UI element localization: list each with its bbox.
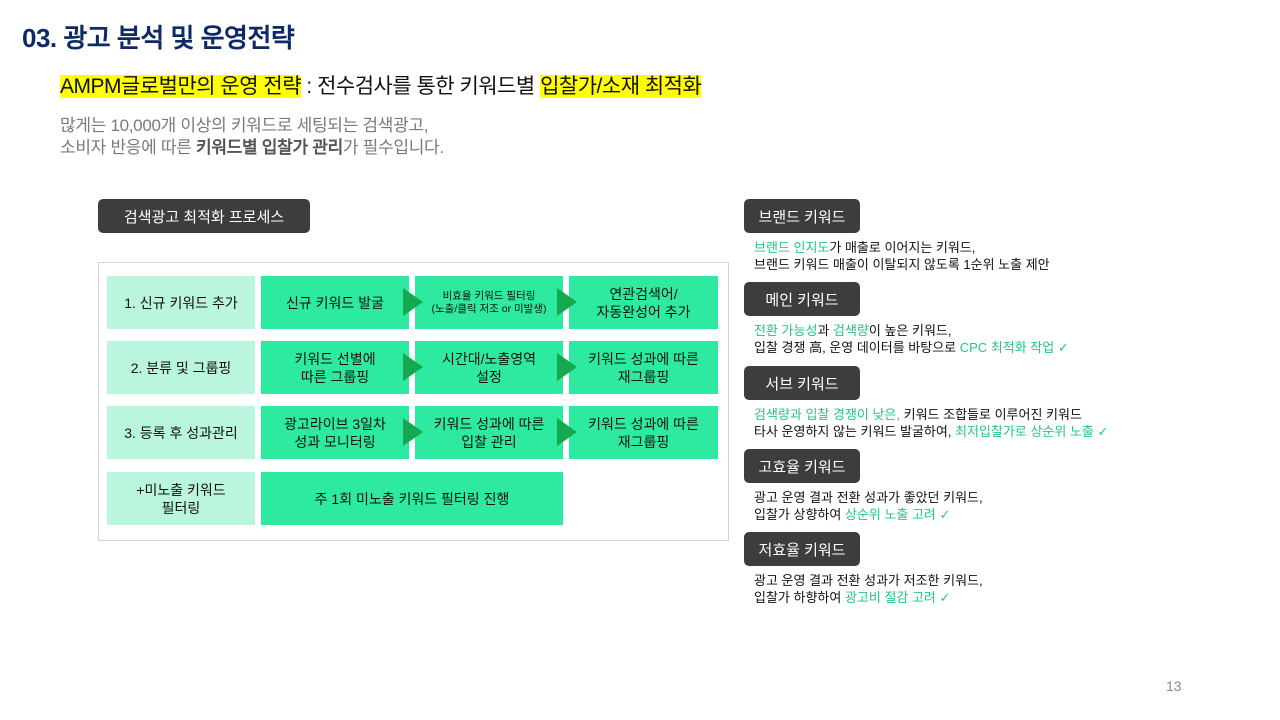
process-step: 키워드 선별에 따른 그룹핑 xyxy=(261,341,409,394)
subtitle-highlight-1: AMPM글로벌만의 운영 전략 xyxy=(60,75,302,98)
highlight-text: 최저입찰가로 상순위 노출 ✓ xyxy=(955,424,1109,439)
arrow-right-icon xyxy=(403,353,423,381)
highlight-text: 브랜드 인지도 xyxy=(754,240,830,255)
page-number: 13 xyxy=(1166,678,1182,694)
intro-emphasis: 키워드별 입찰가 관리 xyxy=(196,138,343,157)
intro-text: 많게는 10,000개 이상의 키워드로 세팅되는 검색광고, 소비자 반응에 … xyxy=(60,115,444,159)
description-text: 키워드 조합들로 이루어진 키워드 xyxy=(900,407,1082,422)
description-text: 이 높은 키워드, xyxy=(868,323,952,338)
keyword-description-line: 타사 운영하지 않는 키워드 발굴하여, 최저입찰가로 상순위 노출 ✓ xyxy=(754,423,1108,440)
arrow-right-icon xyxy=(403,418,423,446)
process-step: 시간대/노출영역 설정 xyxy=(415,341,563,394)
highlight-text: 전환 가능성 xyxy=(754,323,818,338)
description-text: 광고 운영 결과 전환 성과가 좋았던 키워드, xyxy=(754,490,983,505)
process-stage: 2. 분류 및 그룹핑 xyxy=(107,341,255,394)
highlight-text: CPC 최적화 작업 ✓ xyxy=(959,340,1069,355)
highlight-text: 상순위 노출 고려 ✓ xyxy=(844,507,951,522)
description-text: 입찰 경쟁 高, 운영 데이터를 바탕으로 xyxy=(754,340,960,355)
process-step: 키워드 성과에 따른 재그룹핑 xyxy=(569,406,718,459)
process-label: 검색광고 최적화 프로세스 xyxy=(98,199,310,233)
process-stage: +미노출 키워드 필터링 xyxy=(107,472,255,525)
process-step: 키워드 성과에 따른 입찰 관리 xyxy=(415,406,563,459)
keyword-description-line: 입찰 경쟁 高, 운영 데이터를 바탕으로 CPC 최적화 작업 ✓ xyxy=(754,339,1069,356)
intro-text-part: 가 필수입니다. xyxy=(342,138,444,157)
process-step: 비효율 키워드 필터링 (노출/클릭 저조 or 미발생) xyxy=(415,276,563,329)
description-text: 타사 운영하지 않는 키워드 발굴하여, xyxy=(754,424,956,439)
keyword-type-label: 고효율 키워드 xyxy=(744,449,860,483)
description-text: 입찰가 상향하여 xyxy=(754,507,845,522)
intro-line-1: 많게는 10,000개 이상의 키워드로 세팅되는 검색광고, xyxy=(60,116,429,135)
keyword-description-line: 입찰가 상향하여 상순위 노출 고려 ✓ xyxy=(754,506,950,523)
keyword-description-line: 브랜드 키워드 매출이 이탈되지 않도록 1순위 노출 제안 xyxy=(754,256,1050,273)
page-title: 03. 광고 분석 및 운영전략 xyxy=(22,23,295,53)
arrow-right-icon xyxy=(403,288,423,316)
highlight-text: 광고비 절감 고려 ✓ xyxy=(844,590,951,605)
description-text: 가 매출로 이어지는 키워드, xyxy=(829,240,976,255)
highlight-text: 검색량과 입찰 경쟁이 낮은, xyxy=(754,407,901,422)
keyword-description-line: 전환 가능성과 검색량이 높은 키워드, xyxy=(754,322,952,339)
arrow-right-icon xyxy=(557,418,577,446)
keyword-description-line: 광고 운영 결과 전환 성과가 저조한 키워드, xyxy=(754,572,983,589)
description-text: 과 xyxy=(817,323,833,338)
subtitle: AMPM글로벌만의 운영 전략 : 전수검사를 통한 키워드별 입찰가/소재 최… xyxy=(60,70,702,100)
process-step: 주 1회 미노출 키워드 필터링 진행 xyxy=(261,472,563,525)
keyword-type-label: 서브 키워드 xyxy=(744,366,860,400)
keyword-type-label: 메인 키워드 xyxy=(744,282,860,316)
keyword-description-line: 광고 운영 결과 전환 성과가 좋았던 키워드, xyxy=(754,489,983,506)
arrow-right-icon xyxy=(557,353,577,381)
process-step: 신규 키워드 발굴 xyxy=(261,276,409,329)
keyword-description-line: 입찰가 하향하여 광고비 절감 고려 ✓ xyxy=(754,589,950,606)
keyword-type-label: 저효율 키워드 xyxy=(744,532,860,566)
intro-line-2: 소비자 반응에 따른 키워드별 입찰가 관리가 필수입니다. xyxy=(60,137,444,159)
highlight-text: 검색량 xyxy=(833,323,869,338)
process-step: 키워드 성과에 따른 재그룹핑 xyxy=(569,341,718,394)
arrow-right-icon xyxy=(557,288,577,316)
subtitle-middle: : 전수검사를 통한 키워드별 xyxy=(301,75,541,98)
keyword-type-label: 브랜드 키워드 xyxy=(744,199,860,233)
description-text: 광고 운영 결과 전환 성과가 저조한 키워드, xyxy=(754,573,983,588)
description-text: 입찰가 하향하여 xyxy=(754,590,845,605)
keyword-description-line: 브랜드 인지도가 매출로 이어지는 키워드, xyxy=(754,239,975,256)
intro-text-part: 소비자 반응에 따른 xyxy=(60,138,196,157)
process-stage: 1. 신규 키워드 추가 xyxy=(107,276,255,329)
description-text: 브랜드 키워드 매출이 이탈되지 않도록 1순위 노출 제안 xyxy=(754,257,1050,272)
process-step: 광고라이브 3일차 성과 모니터링 xyxy=(261,406,409,459)
subtitle-highlight-2: 입찰가/소재 최적화 xyxy=(540,75,702,98)
process-stage: 3. 등록 후 성과관리 xyxy=(107,406,255,459)
process-step: 연관검색어/ 자동완성어 추가 xyxy=(569,276,718,329)
keyword-description-line: 검색량과 입찰 경쟁이 낮은, 키워드 조합들로 이루어진 키워드 xyxy=(754,406,1082,423)
